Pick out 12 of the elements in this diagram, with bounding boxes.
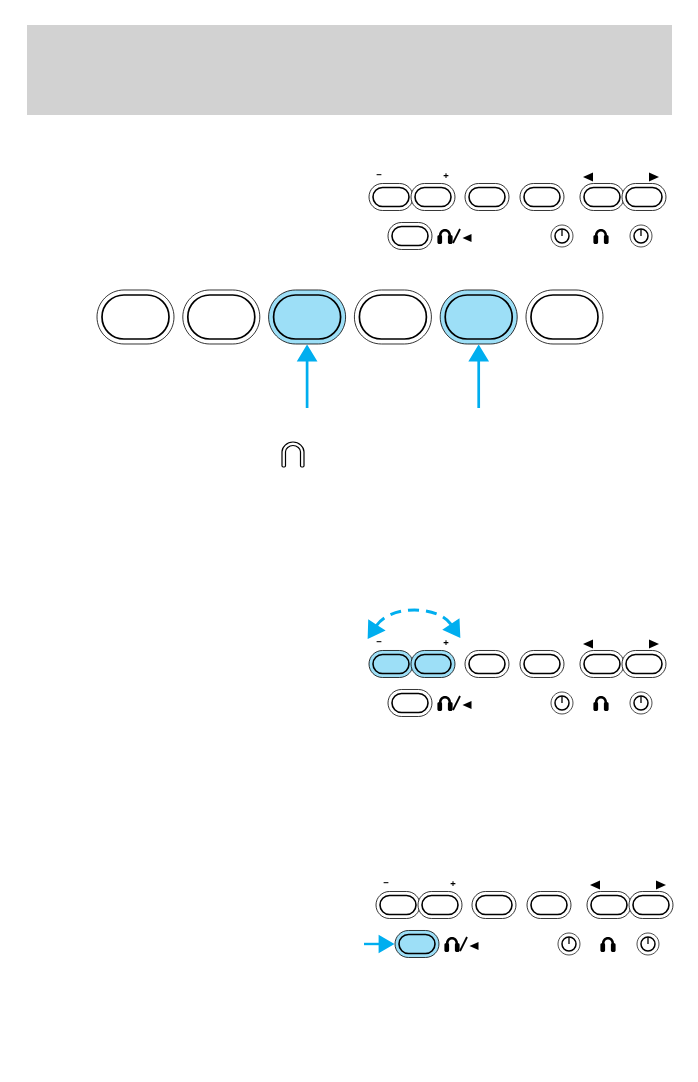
push-button <box>410 650 456 678</box>
push-button <box>268 289 346 345</box>
push-button <box>439 289 518 345</box>
push-button <box>394 930 440 958</box>
button-label: + <box>443 640 449 646</box>
button-label: + <box>443 173 449 179</box>
button-label: − <box>376 174 382 176</box>
button-label: − <box>383 882 389 884</box>
button-label: + <box>450 881 456 886</box>
button-label: − <box>376 641 382 643</box>
push-button <box>368 650 414 678</box>
double-arrow <box>367 608 461 639</box>
